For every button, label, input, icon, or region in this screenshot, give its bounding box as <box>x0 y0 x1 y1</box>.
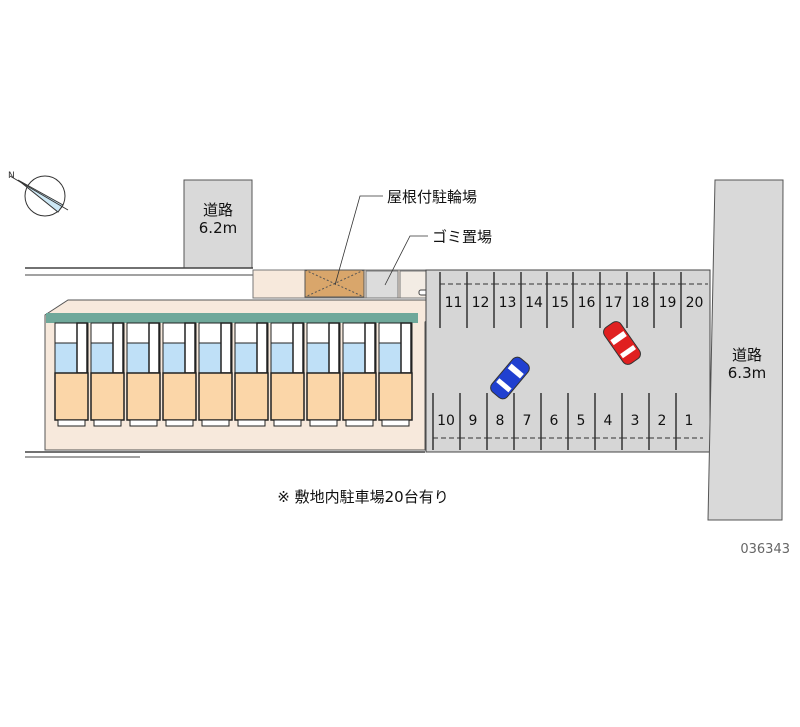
parking-space-number: 4 <box>604 413 613 429</box>
road-north: 道路 6.2m <box>183 179 253 269</box>
property-code: 036343 <box>740 542 790 557</box>
parking-space-number: 11 <box>445 295 463 311</box>
parking-space-number: 7 <box>523 413 532 429</box>
parking-space-number: 16 <box>578 295 596 311</box>
parking-space-number: 12 <box>472 295 490 311</box>
apartment-unit <box>90 322 125 427</box>
road-east-width: 6.3m <box>728 364 766 382</box>
road-east-name: 道路 <box>732 346 762 364</box>
parking-space-number: 6 <box>550 413 559 429</box>
parking-space-number: 8 <box>496 413 505 429</box>
parking-space-number: 14 <box>525 295 543 311</box>
road-north-name: 道路 <box>203 201 233 219</box>
parking-space-number: 3 <box>631 413 640 429</box>
apartment-unit <box>270 322 305 427</box>
garbage-area <box>365 270 399 299</box>
apartment-unit <box>198 322 233 427</box>
bicycle-shed <box>304 269 365 298</box>
apartment-unit <box>378 322 413 427</box>
parking-space-number: 18 <box>632 295 650 311</box>
parking-space-number: 1 <box>685 413 694 429</box>
bicycle-parking-label: 屋根付駐輪場 <box>387 188 477 206</box>
apartment-unit <box>342 322 377 427</box>
compass-icon: N <box>8 171 69 217</box>
road-east: 道路 6.3m <box>707 179 784 521</box>
parking-spaces: 11 12 13 14 15 16 17 18 19 20 10 9 8 7 6 5 4 3 2 1 <box>432 272 708 450</box>
parking-space-number: 15 <box>551 295 569 311</box>
parking-space-number: 20 <box>686 295 704 311</box>
garbage-label: ゴミ置場 <box>432 228 492 246</box>
road-north-width: 6.2m <box>199 219 237 237</box>
parking-space-number: 17 <box>605 295 623 311</box>
parking-space-number: 5 <box>577 413 586 429</box>
parking-space-number: 9 <box>469 413 478 429</box>
parking-note: ※ 敷地内駐車場20台有り <box>277 488 448 506</box>
apartment-unit <box>162 322 197 427</box>
car-red <box>603 321 641 365</box>
parking-space-number: 2 <box>658 413 667 429</box>
apartment-unit <box>306 322 341 427</box>
apartment-unit <box>126 322 161 427</box>
parking-space-number: 19 <box>659 295 677 311</box>
apartment-unit <box>54 322 89 427</box>
apartment-building <box>46 313 418 427</box>
svg-text:N: N <box>8 171 15 181</box>
car-blue <box>490 356 530 400</box>
apartment-unit <box>234 322 269 427</box>
parking-space-number: 13 <box>499 295 517 311</box>
parking-space-number: 10 <box>437 413 455 429</box>
